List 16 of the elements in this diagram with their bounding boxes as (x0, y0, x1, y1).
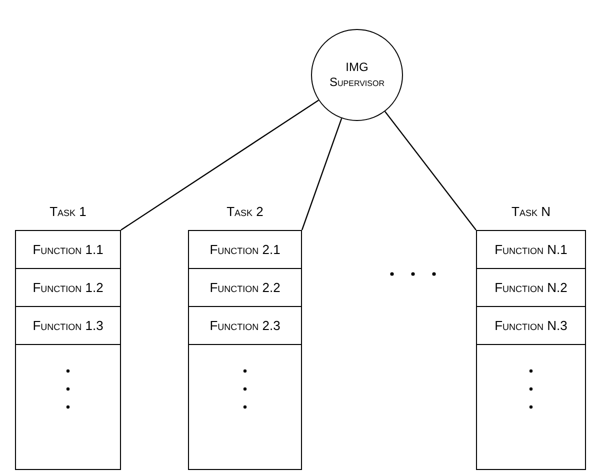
task-heading: Task N (510, 203, 552, 221)
function-label: Function 2.1 (210, 240, 280, 259)
function-label: Function 1.3 (32, 316, 104, 335)
function-label: Function 1.1 (32, 240, 104, 259)
function-label: Function 1.2 (32, 278, 104, 297)
function-label: Function 2.2 (210, 278, 280, 297)
connector-line (301, 118, 342, 230)
function-label: Function N.3 (494, 316, 568, 335)
function-label: Function N.2 (494, 278, 568, 297)
connector-line (120, 100, 319, 230)
connector-line (384, 111, 476, 230)
task-heading: Task 2 (226, 203, 264, 221)
function-label: Function N.1 (494, 240, 568, 259)
function-label: Function 2.3 (210, 316, 280, 335)
supervisor-label: IMG Supervisor (328, 60, 386, 90)
task-heading: Task 1 (48, 203, 88, 221)
